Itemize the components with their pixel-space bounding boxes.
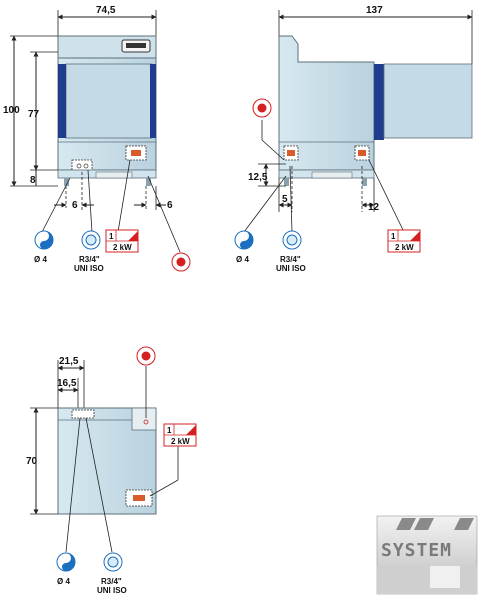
side-view: 137 12,5 5 12 [234,5,473,273]
back-height-label: 70 [26,456,38,467]
side-height-label: 12,5 [248,172,268,183]
back-water-label-1: R3/4" [101,577,122,586]
side-water-inlet-icon [282,230,302,250]
front-water-inlet-icon [81,230,101,250]
front-power-dot-icon [171,252,191,272]
front-foot-right [146,178,151,186]
back-top-panel [131,407,157,431]
side-drain-label: Ø 4 [236,255,249,264]
side-water-label-2: UNI ISO [276,264,306,273]
back-inner-width-label: 16,5 [57,378,77,389]
front-door [65,63,153,139]
front-foot-left [64,178,69,186]
side-left-offset-label: 5 [282,194,288,205]
brand-logo: SYSTEM [376,515,478,595]
front-left-offset-label: 6 [72,200,78,211]
side-electric-icon [387,229,421,253]
front-water-label-2: UNI ISO [74,264,104,273]
back-water-inlet-icon [103,552,123,572]
front-electric-phase: 1 [109,232,114,241]
back-outer-width-label: 21,5 [59,356,79,367]
back-electric-power: 2 kW [171,437,190,446]
side-foot-left [284,178,289,186]
front-base-height-label: 8 [30,175,36,186]
front-door-side-right [150,64,156,138]
back-power-dot-icon [136,346,156,366]
back-view: 21,5 16,5 70 1 2 kW [26,346,197,595]
front-electric-power: 2 kW [113,243,132,252]
back-water-label-2: UNI ISO [97,586,127,595]
front-door-side-left [58,64,66,138]
side-drain-icon [234,230,254,250]
front-water-label-1: R3/4" [79,255,100,264]
front-width-label: 74,5 [96,5,116,16]
side-open-door [383,63,473,139]
back-electric-icon [163,423,197,447]
front-drain-icon [34,230,54,250]
front-drain-label: Ø 4 [34,255,47,264]
side-depth-label: 137 [366,5,383,16]
brand-logo-text: SYSTEM [381,540,452,561]
back-drain-icon [56,552,76,572]
side-right-offset-label: 12 [368,202,380,213]
front-electric-icon [105,229,139,253]
side-electric-power: 2 kW [395,243,414,252]
side-door-panel [374,64,384,140]
back-drain-label: Ø 4 [57,577,70,586]
side-electric-phase: 1 [391,232,396,241]
front-view: 74,5 100 77 8 [3,5,191,273]
front-body-height-label: 77 [28,109,40,120]
side-foot-right [362,178,367,186]
side-water-label-1: R3/4" [280,255,301,264]
back-connection-strip [71,409,95,419]
front-total-height-label: 100 [3,105,20,116]
side-power-dot-icon [252,98,272,118]
back-electric-phase: 1 [167,426,172,435]
front-right-offset-label: 6 [167,200,173,211]
